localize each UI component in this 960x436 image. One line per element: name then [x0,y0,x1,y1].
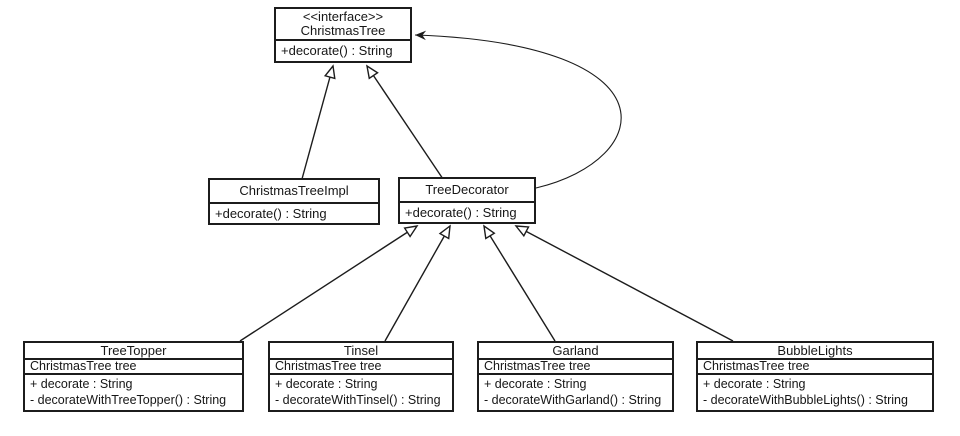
methods-compartment: +decorate() : String [400,201,534,222]
generalization-arrow-garland [483,224,556,342]
attributes-compartment: ChristmasTree tree [698,358,932,373]
association-arrow-treedecorator-christmastree [414,30,622,189]
method-item: + decorate : String [275,377,378,391]
title-compartment: Garland [479,343,672,358]
methods-compartment: + decorate : String - decorateWithTinsel… [270,373,452,410]
class-name: Tinsel [343,343,379,358]
title-compartment: TreeDecorator [400,179,534,201]
class-box-garland: Garland ChristmasTree tree + decorate : … [477,341,674,412]
method-item: - decorateWithBubbleLights() : String [703,393,908,407]
method-item: +decorate() : String [281,43,393,58]
class-name: TreeDecorator [425,182,509,197]
method-item: +decorate() : String [215,205,327,221]
title-compartment: BubbleLights [698,343,932,358]
class-box-treedecorator: TreeDecorator +decorate() : String [398,177,536,224]
generalization-arrow-tinsel [384,224,451,342]
method-item: - decorateWithTinsel() : String [275,393,441,407]
method-item: + decorate : String [484,377,587,391]
class-stereotype: <<interface>> [302,9,384,24]
realization-arrow-christmastreeimpl [301,64,336,180]
methods-compartment: + decorate : String - decorateWithTreeTo… [25,373,242,410]
attributes-compartment: ChristmasTree tree [25,358,242,373]
class-name: TreeTopper [100,343,167,358]
attributes-compartment: ChristmasTree tree [270,358,452,373]
method-item: +decorate() : String [405,204,517,220]
method-item: - decorateWithTreeTopper() : String [30,393,227,407]
class-name: ChristmasTreeImpl [239,183,349,198]
attribute-item: ChristmasTree tree [484,359,591,373]
methods-compartment: +decorate() : String [210,202,378,223]
methods-compartment: +decorate() : String [276,39,410,61]
title-compartment: Tinsel [270,343,452,358]
class-name: BubbleLights [777,343,853,358]
attribute-item: ChristmasTree tree [703,359,810,373]
realization-arrow-treedecorator [366,64,444,180]
generalization-arrow-bubblelights [514,225,734,342]
attributes-compartment: ChristmasTree tree [479,358,672,373]
methods-compartment: + decorate : String - decorateWithGarlan… [479,373,672,410]
method-item: - decorateWithGarland() : String [484,393,662,407]
class-box-christmastreeimpl: ChristmasTreeImpl +decorate() : String [208,178,380,225]
method-item: + decorate : String [703,377,806,391]
title-compartment: <<interface>> ChristmasTree [276,9,410,39]
class-box-christmastree: <<interface>> ChristmasTree +decorate() … [274,7,412,63]
title-compartment: TreeTopper [25,343,242,358]
generalization-arrow-treetopper [239,225,419,342]
method-item: + decorate : String [30,377,133,391]
methods-compartment: + decorate : String - decorateWithBubble… [698,373,932,410]
class-box-treetopper: TreeTopper ChristmasTree tree + decorate… [23,341,244,412]
attribute-item: ChristmasTree tree [275,359,382,373]
class-name: ChristmasTree [300,23,386,38]
attribute-item: ChristmasTree tree [30,359,137,373]
class-box-tinsel: Tinsel ChristmasTree tree + decorate : S… [268,341,454,412]
class-box-bubblelights: BubbleLights ChristmasTree tree + decora… [696,341,934,412]
class-name: Garland [552,343,599,358]
title-compartment: ChristmasTreeImpl [210,180,378,202]
